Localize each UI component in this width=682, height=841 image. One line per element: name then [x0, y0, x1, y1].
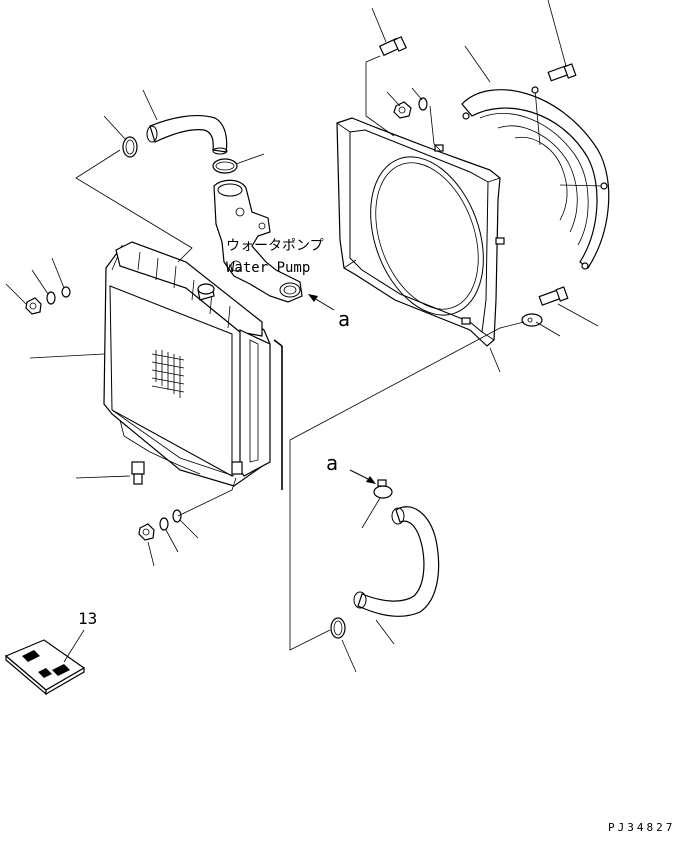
shroud-bolt-lower	[538, 286, 569, 306]
lower-hose-clamp-top	[373, 479, 393, 499]
ref-arrow-lower	[349, 469, 376, 484]
upper-left-nut	[25, 297, 42, 315]
lower-nut	[138, 523, 155, 541]
drain-cock	[131, 461, 145, 485]
item-number-label: 13	[78, 609, 97, 628]
upper-left-lockwasher	[46, 291, 56, 305]
upper-hose-clamp	[122, 136, 138, 158]
leader-lines	[5, 0, 599, 673]
lower-lockwasher	[159, 517, 169, 531]
water-pump-label-jp: ウォータポンプ	[226, 238, 324, 254]
shroud-nut	[393, 101, 412, 119]
pump-hose-clamp	[212, 158, 238, 174]
water-pump-label-en: Water Pump	[226, 260, 310, 276]
drawing-id: PJ34827	[608, 821, 675, 834]
upper-hose	[146, 115, 228, 155]
reference-mark-lower: a	[326, 451, 338, 475]
fan-shroud	[336, 117, 505, 347]
cushion-pad	[4, 639, 86, 696]
lower-hose-clamp-bottom	[330, 617, 346, 639]
ref-arrow-upper	[308, 294, 335, 311]
radiator	[103, 241, 283, 490]
guard-bolt	[547, 63, 577, 82]
core-grid	[151, 350, 185, 398]
upper-left-washer	[61, 286, 71, 298]
fan-guard	[461, 86, 610, 270]
shroud-bolt-upper	[378, 36, 407, 57]
lower-washer	[172, 509, 182, 523]
reference-mark-upper: a	[338, 307, 350, 331]
water-pump-housing	[213, 179, 303, 303]
shroud-washer	[418, 97, 428, 111]
lower-hose	[353, 506, 440, 617]
